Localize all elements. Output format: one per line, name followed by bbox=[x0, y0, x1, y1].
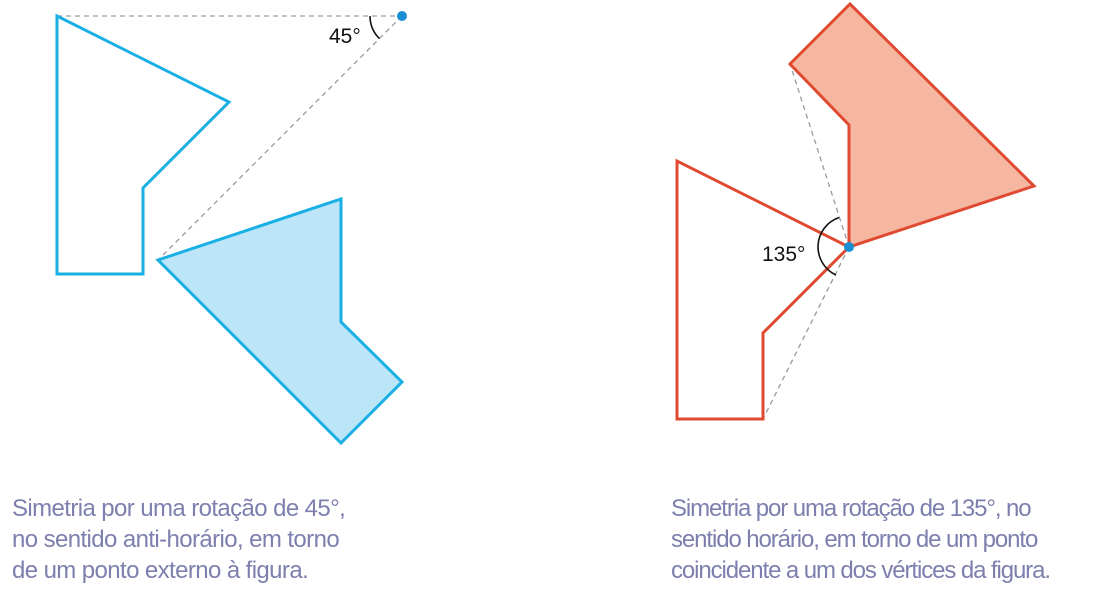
angle-arc-45 bbox=[369, 15, 380, 40]
left-rotation-example: 45° bbox=[55, 11, 407, 446]
right-caption-line-1: Simetria por uma rotação de 135°, no bbox=[671, 495, 1032, 522]
guide-line-lower bbox=[762, 246, 850, 420]
left-caption-line-1: Simetria por uma rotação de 45°, bbox=[12, 495, 346, 522]
left-caption: Simetria por uma rotação de 45°, no sent… bbox=[12, 493, 346, 586]
right-caption-line-3: coincidente a um dos vértices da figura. bbox=[671, 557, 1051, 584]
rotated-blue-shape bbox=[155, 196, 405, 446]
angle-arc-135 bbox=[817, 216, 840, 276]
angle-label-135: 135° bbox=[762, 243, 805, 266]
right-caption-line-2: sentido horário, em torno de um ponto bbox=[671, 526, 1038, 553]
left-caption-line-3: de um ponto externo à figura. bbox=[12, 557, 309, 584]
rotation-center-vertex-point bbox=[844, 242, 854, 252]
left-caption-line-2: no sentido anti-horário, em torno bbox=[12, 526, 340, 553]
original-red-shape bbox=[675, 158, 852, 421]
original-blue-shape bbox=[55, 13, 232, 276]
rotation-center-external-point bbox=[397, 11, 407, 21]
right-rotation-example: 135° bbox=[675, 1, 1037, 421]
angle-label-45: 45° bbox=[329, 25, 361, 48]
right-caption: Simetria por uma rotação de 135°, no sen… bbox=[671, 493, 1051, 586]
guide-line-diagonal bbox=[157, 15, 403, 261]
rotated-red-shape bbox=[787, 1, 1037, 250]
